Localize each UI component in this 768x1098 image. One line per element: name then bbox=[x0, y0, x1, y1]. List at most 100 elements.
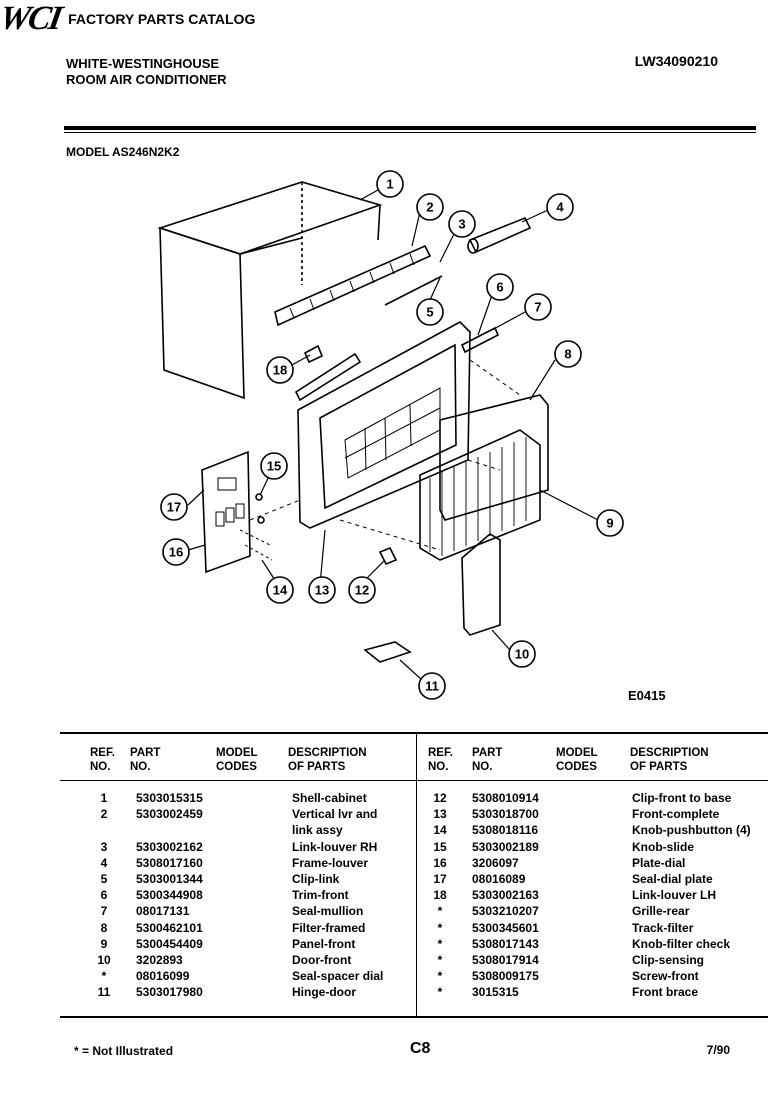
part-number-cell: 5308010914 bbox=[472, 791, 539, 805]
part-number-cell: 5308018116 bbox=[472, 823, 539, 838]
not-illustrated-note: * = Not Illustrated bbox=[74, 1044, 174, 1058]
header-ref-right: REF.NO. bbox=[428, 747, 453, 773]
part-number-cell: 5300462101 bbox=[136, 920, 203, 935]
callout-15: 15 bbox=[260, 452, 288, 480]
ref-cell: * bbox=[437, 985, 443, 1000]
ref-cell: 14 bbox=[433, 823, 447, 838]
catalog-title: FACTORY PARTS CATALOG bbox=[68, 11, 256, 27]
callout-label: 2 bbox=[426, 200, 433, 215]
part-number-cell: 5308017914 bbox=[472, 952, 539, 967]
callout-8: 8 bbox=[554, 340, 582, 368]
callout-label: 13 bbox=[315, 583, 329, 598]
callout-label: 16 bbox=[169, 545, 183, 560]
part-number-cell: 5303002162 bbox=[136, 839, 203, 854]
header-rule bbox=[64, 126, 756, 130]
callout-18: 18 bbox=[266, 356, 294, 384]
part-number-cell: 3015315 bbox=[472, 985, 519, 1000]
description-cell: Door-front bbox=[292, 952, 352, 967]
description-cell: Trim-front bbox=[292, 888, 349, 903]
description-cell: Front-complete bbox=[632, 807, 720, 822]
table-row: * 5308017143 Knob-filter check bbox=[416, 937, 768, 953]
ref-cell: 17 bbox=[433, 871, 447, 886]
description-cell: Clip-sensing bbox=[632, 952, 705, 967]
hinge-door bbox=[363, 641, 412, 663]
description-cell: Clip-link bbox=[292, 871, 340, 886]
description-cell: Vertical lvr and bbox=[292, 807, 378, 822]
ref-cell: 5 bbox=[100, 871, 108, 886]
header-rule bbox=[60, 780, 768, 781]
ref-cell: 13 bbox=[433, 807, 447, 822]
description-cell: Clip-front to base bbox=[632, 791, 732, 805]
catalog-number: LW34090210 bbox=[634, 53, 718, 69]
filter-framed bbox=[419, 429, 541, 561]
callout-7: 7 bbox=[524, 293, 552, 321]
ref-cell: 11 bbox=[97, 985, 111, 1000]
description-cell: Seal-dial plate bbox=[632, 871, 713, 886]
table-row: * 3015315 Front brace bbox=[416, 985, 768, 1001]
callout-label: 18 bbox=[273, 363, 287, 378]
louver-frame bbox=[468, 216, 532, 254]
diagram-code: E0415 bbox=[628, 688, 666, 700]
callout-label: 6 bbox=[496, 280, 503, 295]
ref-cell: 18 bbox=[433, 888, 447, 903]
callout-label: 15 bbox=[267, 459, 281, 474]
ref-cell: * bbox=[437, 936, 443, 951]
callout-13: 13 bbox=[308, 576, 336, 604]
description-cell: Frame-louver bbox=[292, 855, 369, 870]
ref-cell: 15 bbox=[433, 839, 447, 854]
catalog-date: 7/90 bbox=[706, 1043, 730, 1057]
part-number-cell: 5308017143 bbox=[472, 936, 539, 951]
dial-plate bbox=[201, 450, 251, 574]
part-number-cell: 5303210207 bbox=[472, 904, 539, 919]
model-label: MODEL AS246N2K2 bbox=[66, 145, 180, 159]
ref-cell: 9 bbox=[100, 936, 108, 951]
table-row: * 5308017914 Clip-sensing bbox=[416, 953, 768, 969]
callout-label: 1 bbox=[386, 177, 393, 192]
description-cell: Plate-dial bbox=[632, 855, 686, 870]
callout-2: 2 bbox=[416, 193, 444, 221]
part-number-cell: 08016089 bbox=[472, 871, 526, 886]
description-cell: Track-filter bbox=[632, 920, 694, 935]
part-number-cell: 08016099 bbox=[136, 969, 190, 984]
description-cell: Link-louver LH bbox=[632, 888, 717, 903]
part-number-cell: 5308009175 bbox=[472, 969, 539, 984]
part-number-cell: 5303017980 bbox=[136, 985, 203, 1000]
door-front bbox=[461, 533, 501, 636]
table-row: 13 5303018700 Front-complete bbox=[416, 807, 768, 823]
ref-cell: 4 bbox=[100, 855, 108, 870]
callout-label: 7 bbox=[534, 300, 541, 315]
description-cell: Knob-filter check bbox=[632, 936, 731, 951]
table-row: 17 08016089 Seal-dial plate bbox=[416, 872, 768, 888]
ref-cell: * bbox=[437, 952, 443, 967]
callout-10: 10 bbox=[508, 640, 536, 668]
cabinet-top bbox=[157, 181, 383, 255]
description-cell: Front brace bbox=[632, 985, 699, 1000]
callout-label: 5 bbox=[426, 305, 433, 320]
ref-cell: 7 bbox=[100, 904, 108, 919]
part-number-cell: 5303018700 bbox=[472, 807, 539, 822]
brand-block: WHITE-WESTINGHOUSE ROOM AIR CONDITIONER bbox=[66, 56, 227, 88]
part-number-cell: 3206097 bbox=[472, 855, 519, 870]
page-code: C8 bbox=[410, 1040, 431, 1057]
ref-cell: 8 bbox=[100, 920, 108, 935]
callout-17: 17 bbox=[160, 493, 188, 521]
callout-12: 12 bbox=[348, 576, 376, 604]
part-number-cell: 5303001344 bbox=[136, 871, 203, 886]
callout-label: 14 bbox=[273, 583, 288, 598]
ref-cell: 6 bbox=[100, 888, 108, 903]
callout-label: 4 bbox=[556, 200, 564, 215]
